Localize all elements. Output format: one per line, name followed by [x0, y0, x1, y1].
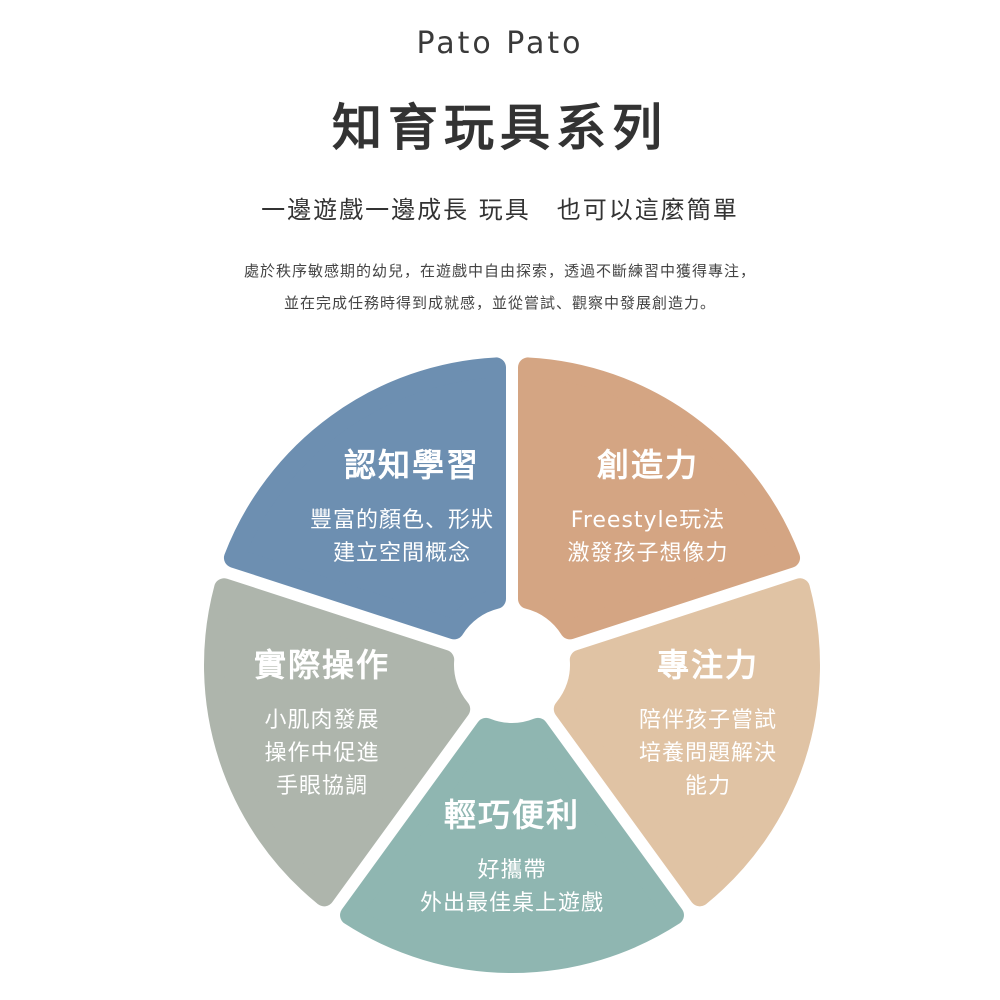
segment-line: 外出最佳桌上遊戲: [419, 891, 604, 916]
segment-title: 認知學習: [343, 446, 480, 484]
description-line-1: 處於秩序敏感期的幼兒，在遊戲中自由探索，透過不斷練習中獲得專注，: [243, 262, 756, 280]
wheel-segment-focus: [553, 578, 820, 907]
segment-portable: 輕巧便利 好攜帶 外出最佳桌上遊戲: [382, 790, 642, 920]
wheel-segment-creativity: [518, 357, 801, 640]
segment-line: 激發孩子想像力: [567, 541, 729, 566]
segment-line: 陪伴孩子嘗試: [638, 708, 777, 733]
segment-creativity: 創造力 Freestyle玩法 激發孩子想像力: [518, 440, 778, 570]
segment-hands-on: 實際操作 小肌肉發展 操作中促進 手眼協調: [192, 640, 452, 803]
page-title: 知育玩具系列: [332, 99, 668, 157]
segment-line: 培養問題解決: [638, 741, 777, 766]
segment-title: 創造力: [596, 446, 699, 484]
wheel-segment-cognitive: [223, 357, 506, 640]
wheel-segment-hands-on: [204, 578, 471, 907]
segment-focus: 專注力 陪伴孩子嘗試 培養問題解決 能力: [578, 640, 838, 803]
segment-line: 好攜帶: [477, 858, 547, 883]
brand-name: Pato Pato: [416, 26, 584, 61]
wheel-segment-portable: [340, 717, 684, 973]
segment-title: 專注力: [656, 646, 759, 684]
segment-cognitive: 認知學習 豐富的顏色、形狀 建立空間概念: [272, 440, 532, 570]
segment-title: 輕巧便利: [443, 796, 580, 834]
segment-title: 實際操作: [253, 646, 390, 684]
segment-line: 手眼協調: [275, 774, 368, 799]
segment-line: Freestyle玩法: [570, 508, 726, 533]
segment-line: 小肌肉發展: [264, 708, 380, 733]
description-line-2: 並在完成任務時得到成就感，並從嘗試、觀察中發展創造力。: [283, 294, 716, 312]
subtitle: 一邊遊戲一邊成長 玩具 也可以這麼簡單: [261, 196, 739, 224]
segment-line: 建立空間概念: [332, 541, 471, 566]
segment-line: 操作中促進: [264, 741, 380, 766]
segment-line: 豐富的顏色、形狀: [309, 508, 494, 533]
segment-line: 能力: [684, 774, 731, 799]
